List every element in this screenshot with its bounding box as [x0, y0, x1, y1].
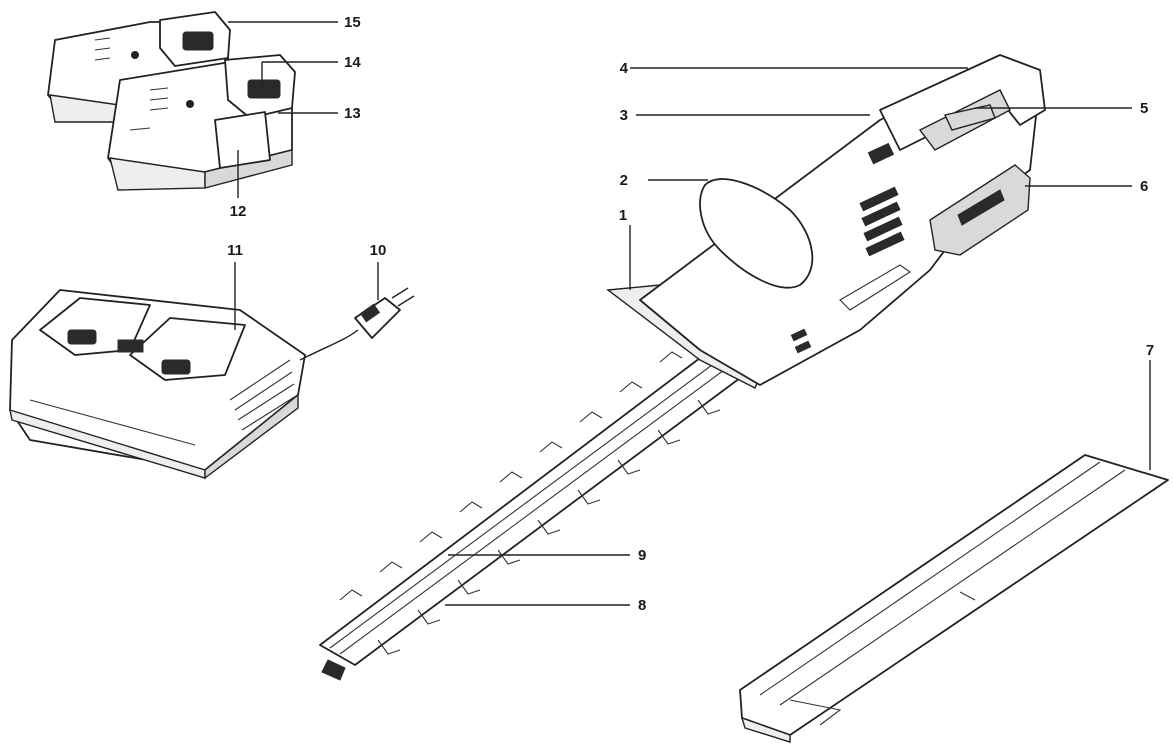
callout-7: 7 — [1146, 342, 1154, 359]
hedge-trimmer — [319, 54, 1046, 681]
callout-10: 10 — [370, 242, 387, 259]
callout-5: 5 — [1140, 100, 1148, 117]
battery-pack-rear — [47, 11, 231, 123]
callout-14: 14 — [344, 54, 361, 71]
callout-1: 1 — [619, 207, 627, 224]
callout-3: 3 — [620, 107, 628, 124]
body-vents — [790, 186, 905, 354]
callout-9: 9 — [638, 547, 646, 564]
callout-4: 4 — [620, 60, 629, 77]
charger — [9, 289, 306, 480]
callout-15: 15 — [344, 14, 361, 31]
blade-teeth-upper — [339, 351, 683, 601]
blade-cover — [739, 454, 1169, 743]
callout-13: 13 — [344, 105, 361, 122]
power-plug — [299, 287, 415, 361]
callout-labels: 1 2 3 4 5 6 7 8 9 10 11 12 13 14 15 — [227, 14, 1154, 614]
leader-lines — [228, 21, 1151, 606]
callout-11: 11 — [227, 242, 243, 259]
blade-teeth-lower — [377, 399, 721, 655]
battery-pack-front — [107, 54, 296, 191]
callout-2: 2 — [620, 172, 628, 189]
callout-12: 12 — [230, 203, 247, 220]
callout-6: 6 — [1140, 178, 1148, 195]
callout-8: 8 — [638, 597, 646, 614]
